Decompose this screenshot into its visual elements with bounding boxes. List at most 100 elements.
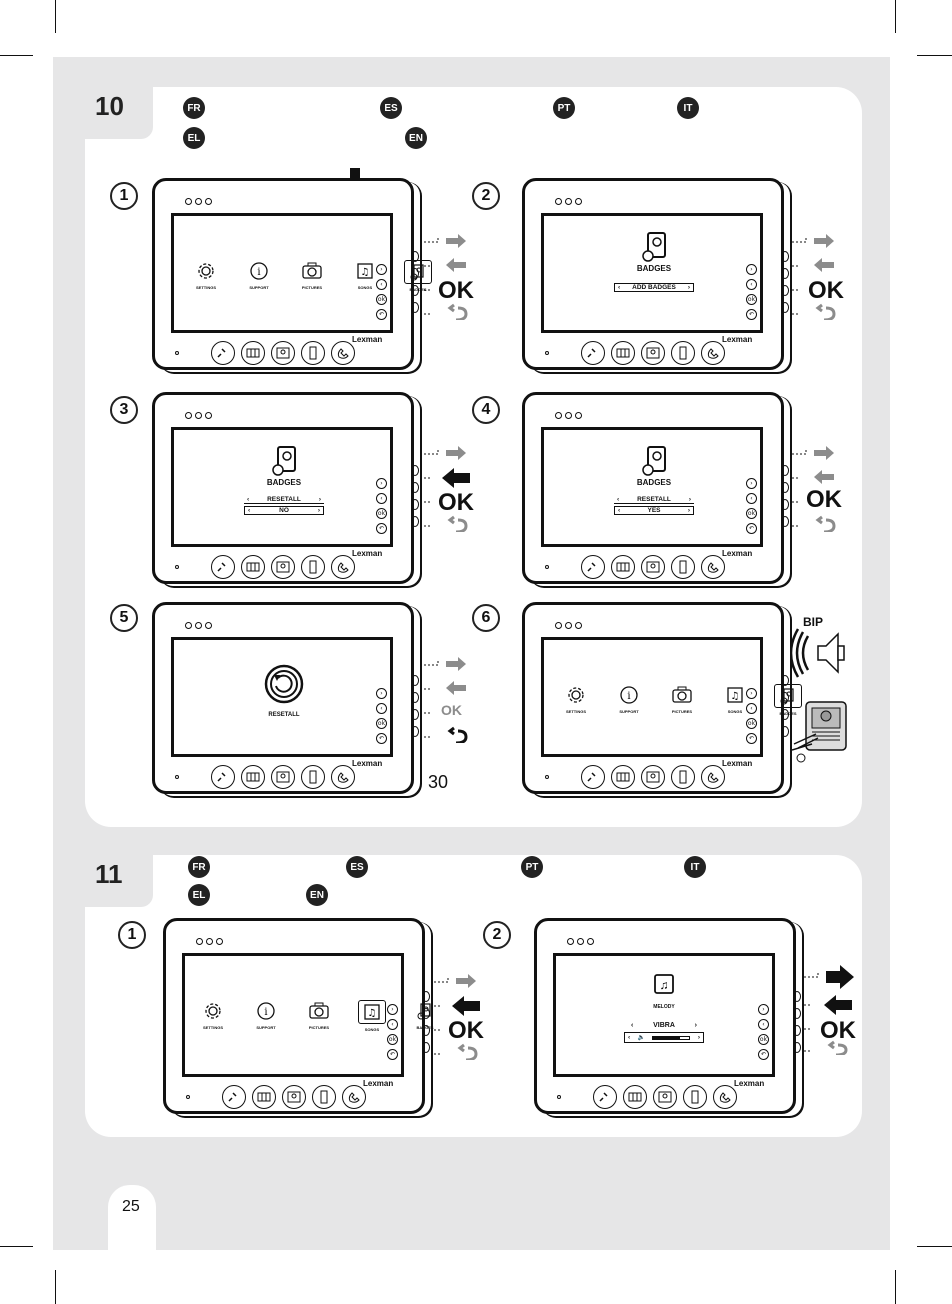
answer-button[interactable] xyxy=(701,341,725,365)
side-button[interactable] xyxy=(411,499,419,510)
door-button[interactable] xyxy=(683,1085,707,1109)
answer-button[interactable] xyxy=(331,555,355,579)
camera-view-button[interactable] xyxy=(641,555,665,579)
camera-view-button[interactable] xyxy=(641,341,665,365)
screen-nav-icons: ›‹ok↶ xyxy=(387,1004,398,1060)
volume-slider[interactable]: ‹🔈› xyxy=(624,1032,704,1043)
side-button[interactable] xyxy=(411,516,419,527)
side-button[interactable] xyxy=(422,1042,430,1053)
side-button[interactable] xyxy=(411,726,419,737)
control-legend xyxy=(804,965,854,1055)
side-button[interactable] xyxy=(781,251,789,262)
door-button[interactable] xyxy=(671,765,695,789)
side-button[interactable] xyxy=(422,991,430,1002)
no-option[interactable]: ‹NO› xyxy=(244,506,324,515)
side-button[interactable] xyxy=(781,302,789,313)
resetall-option[interactable]: ‹RESETALL› xyxy=(614,496,694,504)
door-icon xyxy=(679,560,687,574)
side-button[interactable] xyxy=(411,709,419,720)
intercom-button[interactable] xyxy=(211,555,235,579)
answer-button[interactable] xyxy=(701,765,725,789)
side-button[interactable] xyxy=(411,675,419,686)
menu-item-songs[interactable]: ♫SONGS xyxy=(343,260,387,292)
side-button[interactable] xyxy=(411,268,419,279)
side-button[interactable] xyxy=(793,1042,801,1053)
side-button[interactable] xyxy=(411,251,419,262)
intercom-button[interactable] xyxy=(211,341,235,365)
resetall-option[interactable]: ‹RESETALL› xyxy=(244,496,324,504)
intercom-button[interactable] xyxy=(222,1085,246,1109)
intercom-button[interactable] xyxy=(211,765,235,789)
side-button[interactable] xyxy=(411,482,419,493)
side-button[interactable] xyxy=(781,692,789,703)
camera-view-button[interactable] xyxy=(282,1085,306,1109)
door-button[interactable] xyxy=(312,1085,336,1109)
side-button[interactable] xyxy=(781,465,789,476)
gate-button[interactable] xyxy=(241,555,265,579)
door-button[interactable] xyxy=(301,555,325,579)
side-button[interactable] xyxy=(781,268,789,279)
screen-nav-icons: ›‹ok↶ xyxy=(376,688,387,744)
menu-item-settings[interactable]: SETTINGS xyxy=(184,260,228,292)
side-button[interactable] xyxy=(793,991,801,1002)
menu-item-pictures[interactable]: PICTURES xyxy=(290,260,334,292)
camera-view-button[interactable] xyxy=(641,765,665,789)
camera-view-button[interactable] xyxy=(271,341,295,365)
side-button[interactable] xyxy=(422,1025,430,1036)
door-button[interactable] xyxy=(301,765,325,789)
side-button[interactable] xyxy=(781,726,789,737)
intercom-button[interactable] xyxy=(593,1085,617,1109)
side-button[interactable] xyxy=(793,1008,801,1019)
door-button[interactable] xyxy=(671,555,695,579)
camera-view-button[interactable] xyxy=(653,1085,677,1109)
vibra-option[interactable]: ‹VIBRA› xyxy=(628,1022,700,1029)
status-leds xyxy=(555,622,582,629)
gate-button[interactable] xyxy=(611,765,635,789)
gate-button[interactable] xyxy=(611,555,635,579)
door-button[interactable] xyxy=(301,341,325,365)
menu-item-songs[interactable]: ♫SONGS xyxy=(350,1000,394,1032)
intercom-button[interactable] xyxy=(581,765,605,789)
add-badges-option[interactable]: ‹ADD BADGES› xyxy=(614,283,694,292)
side-button[interactable] xyxy=(781,709,789,720)
gate-button[interactable] xyxy=(241,341,265,365)
camera-view-button[interactable] xyxy=(271,555,295,579)
yes-option[interactable]: ‹YES› xyxy=(614,506,694,515)
gate-button[interactable] xyxy=(611,341,635,365)
menu-item-settings[interactable]: SETTINGS xyxy=(554,684,598,716)
gate-button[interactable] xyxy=(623,1085,647,1109)
side-button[interactable] xyxy=(781,516,789,527)
menu-item-songs[interactable]: ♫SONGS xyxy=(713,684,757,716)
answer-button[interactable] xyxy=(331,341,355,365)
gate-button[interactable] xyxy=(241,765,265,789)
side-button[interactable] xyxy=(793,1025,801,1036)
answer-button[interactable] xyxy=(342,1085,366,1109)
gate-button[interactable] xyxy=(252,1085,276,1109)
answer-button[interactable] xyxy=(713,1085,737,1109)
menu-item-settings[interactable]: SETTINGS xyxy=(191,1000,235,1032)
side-button[interactable] xyxy=(781,499,789,510)
menu-item-pictures[interactable]: PICTURES xyxy=(660,684,704,716)
side-buttons xyxy=(781,675,789,737)
intercom-button[interactable] xyxy=(581,555,605,579)
menu-item-pictures[interactable]: PICTURES xyxy=(297,1000,341,1032)
answer-button[interactable] xyxy=(331,765,355,789)
camera-view-button[interactable] xyxy=(271,765,295,789)
side-button[interactable] xyxy=(422,1008,430,1019)
intercom-button[interactable] xyxy=(581,341,605,365)
menu-label: SONGS xyxy=(364,1027,380,1032)
side-button[interactable] xyxy=(411,302,419,313)
answer-button[interactable] xyxy=(701,555,725,579)
gate-icon xyxy=(246,348,260,358)
side-button[interactable] xyxy=(781,482,789,493)
side-button[interactable] xyxy=(781,675,789,686)
side-button[interactable] xyxy=(411,285,419,296)
side-button[interactable] xyxy=(411,465,419,476)
side-button[interactable] xyxy=(411,692,419,703)
door-button[interactable] xyxy=(671,341,695,365)
side-button[interactable] xyxy=(781,285,789,296)
